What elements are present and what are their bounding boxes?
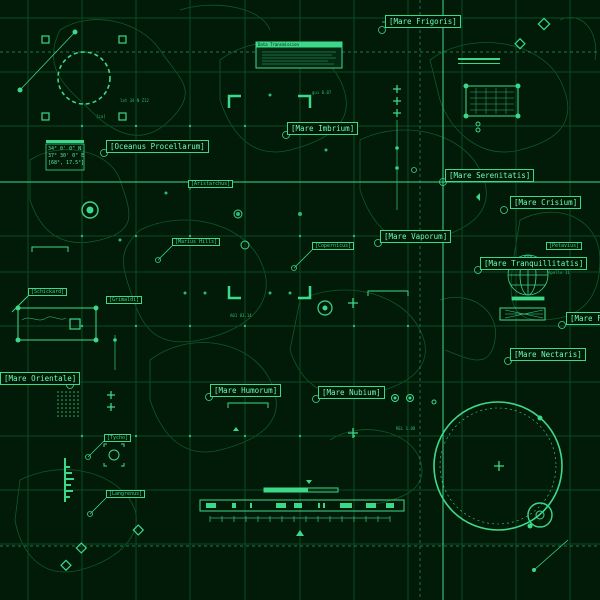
indicator-bars xyxy=(46,58,500,493)
diamond-icon xyxy=(537,17,551,31)
label-oceanus-procellarum[interactable]: [Oceanus Procellarum] xyxy=(106,140,209,153)
dot-matrix xyxy=(57,391,79,417)
label-mare-fecunditatis[interactable]: [Mare F xyxy=(566,312,600,325)
tiny-readout-2: gui 0.07 xyxy=(312,90,332,95)
coordinate-lat: 34° 0' 0" N xyxy=(48,146,82,152)
tiny-readout-6: Apollo 11 xyxy=(548,270,570,275)
label-mare-frigoris[interactable]: [Mare Frigoris] xyxy=(385,15,461,28)
tiny-readout-5: A01 83.14 xyxy=(230,313,252,318)
tiny-readout-4: [ca] xyxy=(96,114,106,119)
target-rings xyxy=(81,201,437,461)
label-grimaldi[interactable]: [Grimaldi] xyxy=(106,296,143,304)
coordinate-lon: 37° 30' 0" E xyxy=(48,153,85,159)
label-mare-nubium[interactable]: [Mare Nubium] xyxy=(318,386,385,399)
vertical-scale xyxy=(113,120,417,370)
diamond-icon xyxy=(132,524,145,536)
timeline-bar xyxy=(199,193,480,536)
label-mare-humorum[interactable]: [Mare Humorum] xyxy=(210,384,282,397)
terrain-contours xyxy=(14,4,600,573)
label-petavius[interactable]: [Petavius] xyxy=(546,242,583,250)
plus-markers xyxy=(107,85,504,471)
label-tycho[interactable]: [Tycho] xyxy=(104,434,132,442)
diamond-icon xyxy=(75,542,88,554)
label-leaders xyxy=(66,21,566,517)
level-bars xyxy=(64,458,74,502)
label-mare-vaporum[interactable]: [Mare Vaporum] xyxy=(380,230,452,243)
label-mare-imbrium[interactable]: [Mare Imbrium] xyxy=(287,122,359,135)
coordinate-pair: [68°, 17.5°] xyxy=(48,160,85,166)
panel-frame xyxy=(255,41,343,69)
label-mare-orientale[interactable]: [Mare Orientale] xyxy=(0,372,81,385)
globe-icon xyxy=(507,254,549,301)
target-brackets xyxy=(227,94,312,300)
radar-dial xyxy=(433,401,569,572)
label-mare-nectaris[interactable]: [Mare Nectaris] xyxy=(510,348,586,361)
label-schickard[interactable]: [Schickard] xyxy=(28,288,68,296)
corner-square-icon xyxy=(118,35,127,44)
minimap-widget xyxy=(11,295,99,343)
corner-square-icon xyxy=(118,112,127,121)
coord-box-frame xyxy=(45,143,85,171)
tiny-readout-1: lat 34 N Z12 xyxy=(120,98,149,103)
diamond-icon xyxy=(514,37,526,50)
label-mare-serenitatis[interactable]: [Mare Serenitatis] xyxy=(445,169,535,182)
scanner-circle xyxy=(17,29,111,105)
label-mare-crisium[interactable]: [Mare Crisium] xyxy=(510,196,582,209)
target-reticle-icon xyxy=(103,443,125,467)
corner-square-icon xyxy=(41,35,50,44)
bracket-connectors xyxy=(31,246,546,408)
label-copernicus[interactable]: [Copernicus] xyxy=(312,242,355,250)
grid-box-widget xyxy=(463,83,521,133)
label-mare-tranquillitatis[interactable]: [Mare Tranquillitatis] xyxy=(480,257,588,270)
corner-square-icon xyxy=(41,112,50,121)
label-langrenus[interactable]: [Langrenus] xyxy=(106,490,146,498)
tiny-readout-3: REL 1.08 xyxy=(396,426,416,431)
panel-title: Data Transmission xyxy=(258,42,299,47)
label-aristarchus[interactable]: [Aristarchus] xyxy=(188,180,234,188)
coordinate-readout: 34° 0' 0" N 37° 30' 0" E [68°, 17.5°] xyxy=(46,145,86,168)
diamond-icon xyxy=(60,559,72,572)
label-marius-hills[interactable]: [Marius Hills] xyxy=(172,238,221,246)
